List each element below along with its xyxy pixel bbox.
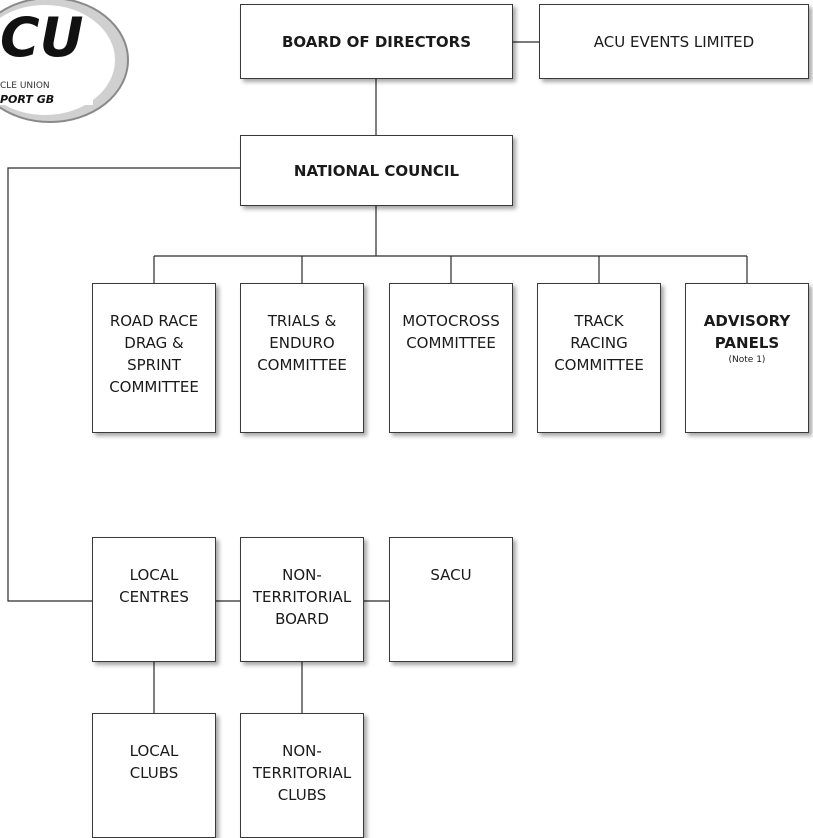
acu-events-limited-box: ACU EVENTS LIMITED [539,4,809,79]
motocross-committee-label: MOTOCROSS COMMITTEE [402,312,500,352]
national-council-box: NATIONAL COUNCIL [240,135,513,206]
board-of-directors-label: BOARD OF DIRECTORS [281,32,471,51]
logo-tagline-2: PORT GB [0,93,54,106]
logo-mark: CU [0,6,83,69]
non-territorial-clubs-box: NON- TERRITORIAL CLUBS [240,713,364,838]
sacu-label: SACU [430,566,472,584]
non-territorial-clubs-label: NON- TERRITORIAL CLUBS [252,742,352,804]
board-of-directors-box: BOARD OF DIRECTORS [240,4,513,79]
acu-events-limited-label: ACU EVENTS LIMITED [593,32,755,51]
non-territorial-board-label: NON- TERRITORIAL BOARD [252,566,352,628]
track-racing-committee-box: TRACK RACING COMMITTEE [537,283,661,433]
trials-enduro-committee-label: TRIALS & ENDURO COMMITTEE [257,312,347,374]
road-race-committee-box: ROAD RACE DRAG & SPRINT COMMITTEE [92,283,216,433]
sacu-box: SACU [389,537,513,662]
local-centres-box: LOCAL CENTRES [92,537,216,662]
trials-enduro-committee-box: TRIALS & ENDURO COMMITTEE [240,283,364,433]
non-territorial-board-box: NON- TERRITORIAL BOARD [240,537,364,662]
advisory-panels-label: ADVISORY PANELS [703,312,791,352]
advisory-panels-note: (Note 1) [728,355,766,365]
logo-tagline-1: CLE UNION [0,81,50,91]
local-centres-label: LOCAL CENTRES [119,566,189,606]
road-race-committee-label: ROAD RACE DRAG & SPRINT COMMITTEE [109,312,199,396]
track-racing-committee-label: TRACK RACING COMMITTEE [554,312,644,374]
local-clubs-box: LOCAL CLUBS [92,713,216,838]
local-clubs-label: LOCAL CLUBS [129,742,179,782]
national-council-label: NATIONAL COUNCIL [293,161,460,180]
logo-emblem: CU CLE UNION PORT GB [0,0,129,123]
motocross-committee-box: MOTOCROSS COMMITTEE [389,283,513,433]
advisory-panels-box: ADVISORY PANELS (Note 1) [685,283,809,433]
acu-logo: CU CLE UNION PORT GB [0,0,135,134]
council-to-centres-line [7,167,240,602]
